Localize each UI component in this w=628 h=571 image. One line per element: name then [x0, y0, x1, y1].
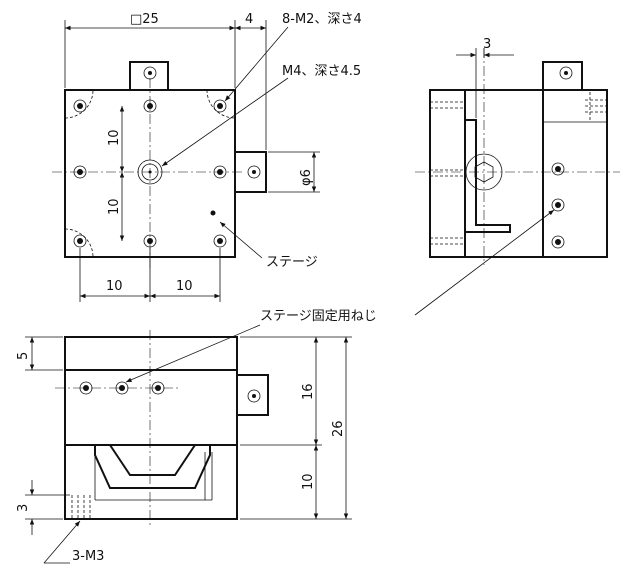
tab-dim-label: 4 — [245, 12, 253, 27]
side-view: 3 — [415, 37, 620, 265]
top-tab — [129, 61, 169, 90]
pitch-h1-label: 10 — [106, 279, 123, 294]
center-tap-icon — [137, 159, 163, 185]
pitch-h2-label: 10 — [176, 279, 193, 294]
dim-3-label: 3 — [16, 504, 31, 512]
stage-screw-label: ステージ固定用ねじ — [260, 309, 377, 324]
dim-26-label: 26 — [331, 420, 346, 437]
front-connector — [237, 374, 269, 416]
side-connector — [235, 151, 267, 193]
stage-body-side — [429, 89, 608, 258]
top-view: □25 4 8-M2、深さ4 M4、深さ4.5 10 10 10 10 φ6 ス… — [52, 12, 362, 302]
side-offset-label: 3 — [483, 37, 491, 52]
dim-10-label: 10 — [301, 473, 316, 490]
center-tap-label: M4、深さ4.5 — [282, 64, 361, 79]
dovetail-slot — [109, 444, 196, 476]
stage-body-front — [64, 336, 238, 520]
stage-label: ステージ — [266, 255, 318, 270]
side-top-tab — [542, 61, 583, 90]
hex-socket-icon — [465, 153, 503, 191]
side-hole-icon — [247, 165, 261, 179]
front-view: 5 16 10 26 3 3-M3 — [16, 330, 352, 564]
dim-5-label: 5 — [16, 352, 31, 360]
pitch-v2-label: 10 — [107, 198, 122, 215]
dim-16-label: 16 — [301, 383, 316, 400]
pitch-v1-label: 10 — [107, 129, 122, 146]
square-size-label: □25 — [130, 12, 159, 27]
bottom-holes-label: 3-M3 — [72, 549, 104, 564]
mount-holes-label: 8-M2、深さ4 — [282, 12, 362, 27]
diameter-label: φ6 — [299, 169, 314, 186]
spring-bracket — [465, 119, 511, 233]
mount-holes — [73, 99, 227, 248]
